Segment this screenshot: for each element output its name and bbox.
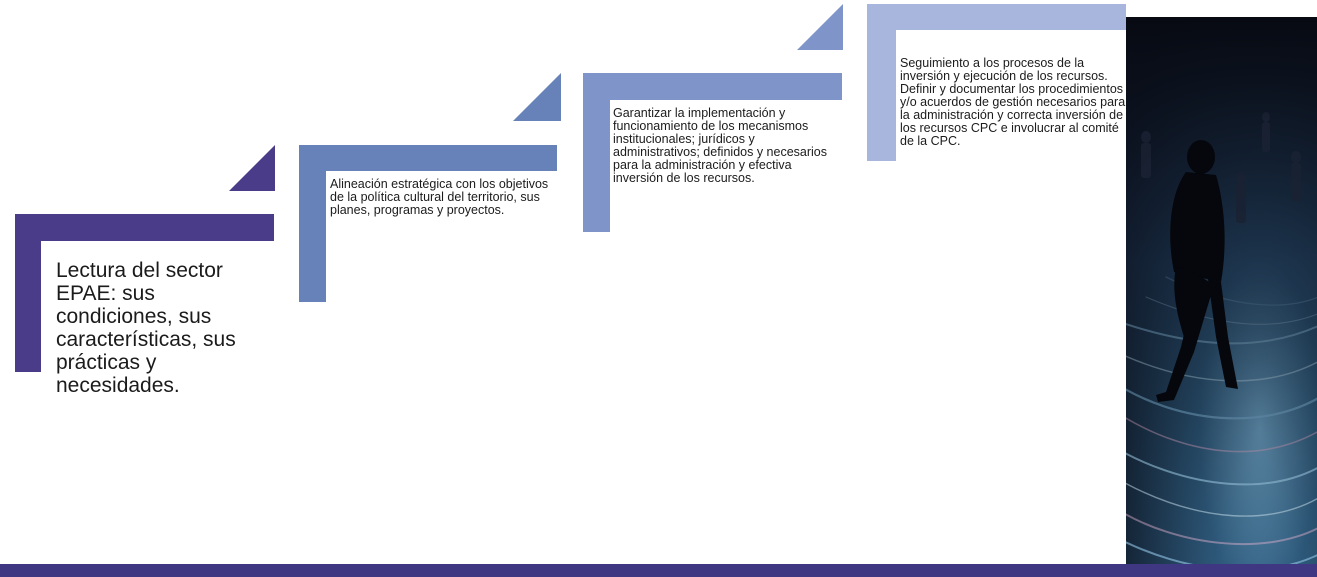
step-1-arrow-triangle (229, 145, 275, 191)
step-2-side-bar (299, 145, 326, 302)
step-3-side-bar (583, 73, 610, 232)
footer-band (0, 564, 1317, 577)
step-2-arrow-triangle (513, 73, 561, 121)
step-2-top-bar (299, 145, 557, 171)
step-4-side-bar (867, 4, 896, 161)
step-4-text: Seguimiento a los procesos de la inversi… (900, 56, 1126, 148)
step-1-top-bar (15, 214, 274, 241)
step-3-top-bar (583, 73, 842, 100)
step-1-text: Lectura del sector EPAE: sus condiciones… (56, 259, 236, 397)
step-3-text: Garantizar la implementación y funcionam… (613, 106, 827, 185)
photo-light-swirl (1126, 17, 1317, 564)
step-2-text: Alineación estratégica con los objetivos… (330, 177, 549, 217)
step-4-top-bar (867, 4, 1126, 30)
step-3-arrow-triangle (797, 4, 843, 50)
step-1-side-bar (15, 214, 41, 372)
